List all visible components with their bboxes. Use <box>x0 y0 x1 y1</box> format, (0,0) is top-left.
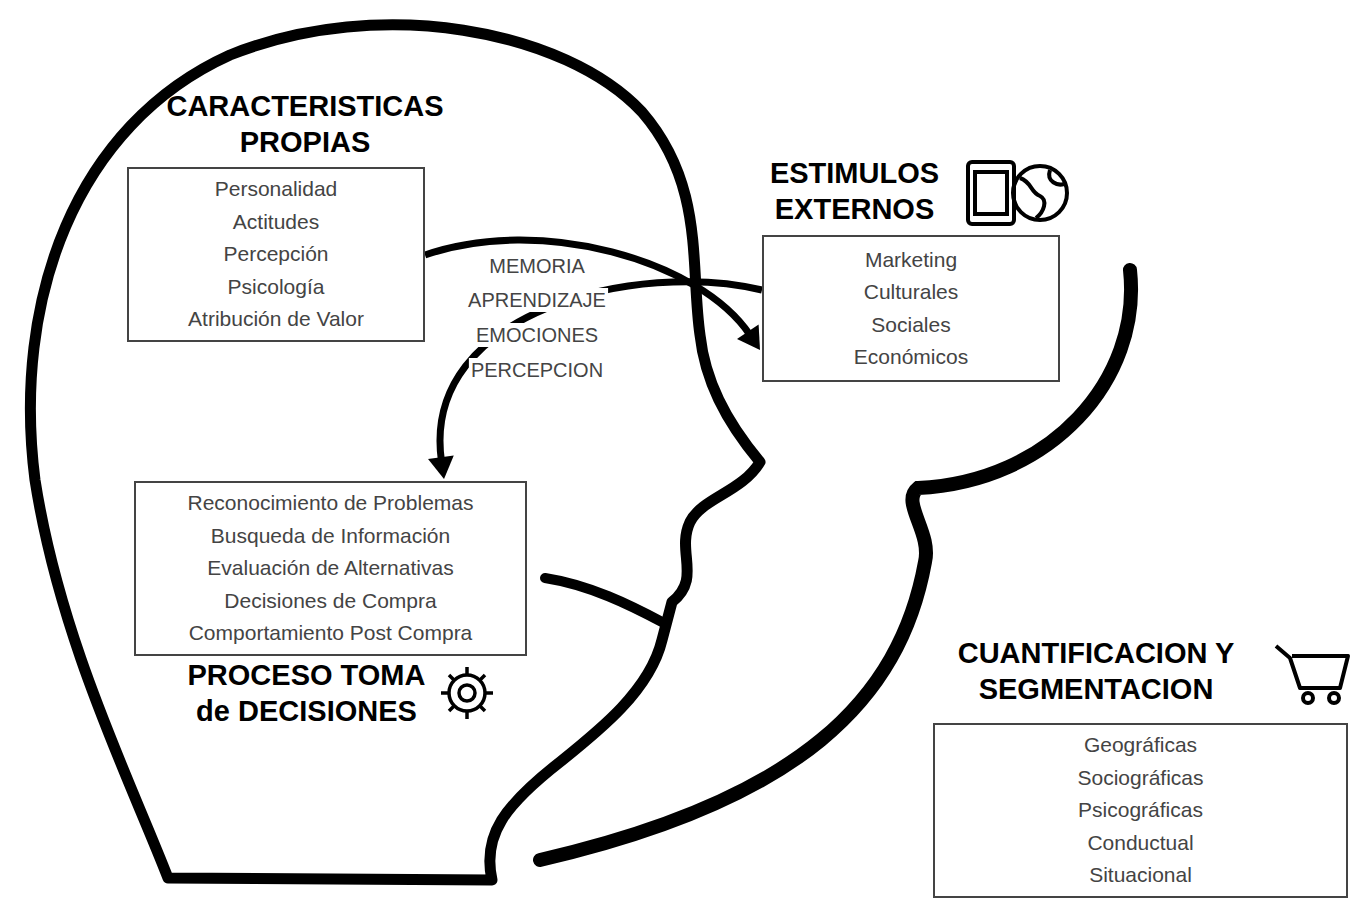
list-frame: MarketingCulturalesSocialesEconómicos <box>762 235 1060 382</box>
list-item: Situacional <box>945 859 1336 892</box>
section-heading: CUANTIFICACION Y SEGMENTACION <box>931 635 1261 707</box>
list-item: Psicología <box>139 271 413 304</box>
flow-arrow <box>425 240 760 350</box>
arrow-label: APRENDIZAJE <box>466 288 608 312</box>
list-item: Sociográficas <box>945 762 1336 795</box>
list-item: Percepción <box>139 238 413 271</box>
list-item: Conductual <box>945 827 1336 860</box>
arrow-head <box>737 324 760 350</box>
section-heading: ESTIMULOS EXTERNOS <box>747 155 962 227</box>
section-heading: CARACTERISTICAS PROPIAS <box>115 88 495 160</box>
list-frame: Reconocimiento de ProblemasBusqueda de I… <box>134 481 527 656</box>
gear-icon <box>441 667 493 719</box>
list-frame: PersonalidadActitudesPercepciónPsicologí… <box>127 167 425 342</box>
list-item: Psicográficas <box>945 794 1336 827</box>
list-item: Reconocimiento de Problemas <box>146 487 515 520</box>
list-item: Personalidad <box>139 173 413 206</box>
list-item: Actitudes <box>139 206 413 239</box>
arrow-label: PERCEPCION <box>469 358 605 382</box>
arrow-head <box>428 455 454 479</box>
list-item: Comportamiento Post Compra <box>146 617 515 650</box>
list-item: Sociales <box>774 309 1048 342</box>
list-frame: GeográficasSociográficasPsicográficasCon… <box>933 723 1348 898</box>
mouth-line <box>545 578 662 622</box>
list-item: Culturales <box>774 276 1048 309</box>
list-item: Marketing <box>774 244 1048 277</box>
arrow-line <box>440 282 762 461</box>
arrow-label: MEMORIA <box>487 254 587 278</box>
cart-icon <box>1276 646 1348 703</box>
head-outline <box>30 25 760 880</box>
arrow-label: EMOCIONES <box>474 323 600 347</box>
section-heading: PROCESO TOMA de DECISIONES <box>174 657 439 729</box>
list-item: Geográficas <box>945 729 1336 762</box>
flow-arrow <box>428 282 762 479</box>
tablet-globe-icon <box>968 162 1067 224</box>
list-item: Evaluación de Alternativas <box>146 552 515 585</box>
list-item: Decisiones de Compra <box>146 585 515 618</box>
arrow-line <box>425 240 750 335</box>
list-item: Atribución de Valor <box>139 303 413 336</box>
list-item: Económicos <box>774 341 1048 374</box>
list-item: Busqueda de Información <box>146 520 515 553</box>
